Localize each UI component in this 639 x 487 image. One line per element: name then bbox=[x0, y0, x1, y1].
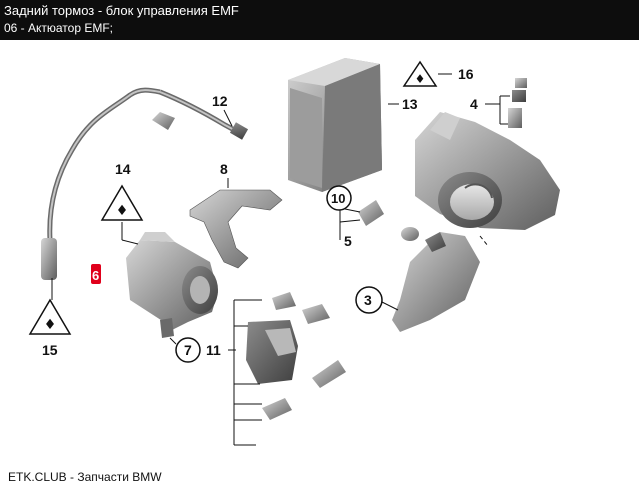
svg-text:♦: ♦ bbox=[116, 203, 129, 219]
page-title: Задний тормоз - блок управления EMF bbox=[4, 3, 239, 18]
brake-pad-set[interactable] bbox=[246, 292, 346, 420]
actuator-highlight-marker[interactable] bbox=[91, 264, 101, 284]
header-bar: Задний тормоз - блок управления EMF 06 -… bbox=[0, 0, 639, 40]
callout-circle-10 bbox=[326, 185, 352, 211]
callout-8[interactable]: 8 bbox=[220, 161, 228, 177]
callout-circle-3 bbox=[355, 286, 383, 314]
leader-lines bbox=[51, 73, 510, 446]
callout-10[interactable]: 10 bbox=[331, 191, 345, 206]
callout-16[interactable]: 16 bbox=[458, 66, 474, 82]
warning-triangle-icon: ♦ bbox=[100, 184, 144, 221]
parts-diagram: ♦ ♦ ♦ 16 13 4 12 8 14 10 5 3 6 7 11 15 bbox=[28, 58, 560, 446]
callout-6[interactable]: 6 bbox=[92, 268, 99, 283]
footer-watermark: ETK.CLUB - Запчасти BMW bbox=[8, 470, 162, 484]
callout-3[interactable]: 3 bbox=[364, 292, 372, 308]
bleed-screw[interactable] bbox=[508, 78, 527, 128]
callout-15[interactable]: 15 bbox=[42, 342, 58, 358]
callout-12[interactable]: 12 bbox=[212, 93, 228, 109]
callout-circle-7 bbox=[175, 337, 201, 363]
cable-harness[interactable] bbox=[41, 87, 249, 280]
svg-text:♦: ♦ bbox=[415, 72, 426, 86]
callout-11[interactable]: 11 bbox=[206, 342, 221, 358]
bracket[interactable] bbox=[189, 189, 283, 269]
callout-13[interactable]: 13 bbox=[402, 96, 418, 112]
emf-control-unit[interactable] bbox=[288, 58, 382, 192]
page-subtitle: 06 - Актюатор EMF; bbox=[4, 21, 114, 35]
piston-spring-set[interactable] bbox=[358, 200, 446, 252]
callout-7[interactable]: 7 bbox=[184, 342, 192, 358]
svg-text:♦: ♦ bbox=[44, 317, 57, 333]
callout-4[interactable]: 4 bbox=[470, 96, 478, 112]
callout-5[interactable]: 5 bbox=[344, 233, 352, 249]
brake-caliper[interactable] bbox=[392, 112, 560, 332]
callout-14[interactable]: 14 bbox=[115, 161, 131, 177]
emf-actuator[interactable] bbox=[126, 232, 218, 338]
warning-triangle-icon: ♦ bbox=[28, 298, 72, 335]
warning-triangle-icon: ♦ bbox=[402, 60, 438, 87]
